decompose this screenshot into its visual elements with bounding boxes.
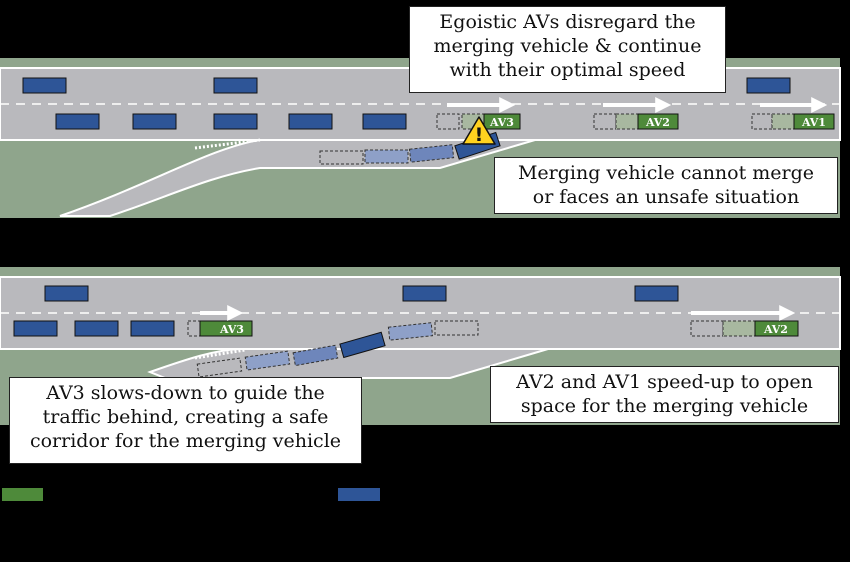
vehicle [213,77,258,94]
av-ghost [771,113,795,130]
vehicle [22,77,67,94]
merging-vehicle [339,331,386,359]
av-ghost [690,320,724,337]
vehicle [130,320,175,337]
av3-label: AV3 [489,116,514,129]
callout-egoistic-avs: Egoistic AVs disregard the merging vehic… [409,6,726,93]
legend-av-swatch [2,488,43,501]
av2-vehicle [754,320,799,337]
svg-text:!: ! [475,124,484,146]
bottom-gore-stripes [194,348,246,360]
vehicle [402,285,447,302]
vehicle [362,113,407,130]
av-ghost [615,113,639,130]
warning-icon: ! [462,116,496,146]
av2-label: AV2 [763,323,788,336]
av-ghost [187,320,201,337]
legend-vehicle-swatch [338,488,380,501]
callout-av2-av1-speed-up: AV2 and AV1 speed-up to open space for t… [490,366,839,423]
av-ghost [593,113,617,130]
vehicle [634,285,679,302]
av3-vehicle [199,320,253,337]
merge-ghost [387,322,434,341]
vehicle [44,285,89,302]
merge-ghost [364,149,409,164]
vehicle [746,77,791,94]
vehicle [213,113,258,130]
callout-cannot-merge: Merging vehicle cannot merge or faces an… [494,157,838,214]
vehicle [288,113,333,130]
av3-vehicle [483,113,521,130]
av3-label: AV3 [219,323,244,336]
vehicle [13,320,58,337]
vehicle [132,113,177,130]
merge-ghost [196,357,243,378]
av1-vehicle [793,113,835,130]
merge-ghost [434,320,479,336]
callout-av3-slows: AV3 slows-down to guide the traffic behi… [9,377,362,464]
top-gore-stripes [194,138,261,150]
merge-ghost [408,144,455,163]
av2-vehicle [637,113,679,130]
vehicle [74,320,119,337]
av-ghost [436,113,460,130]
merge-ghost [319,150,364,165]
merge-ghost [244,350,291,371]
vehicle [55,113,100,130]
av-ghost [722,320,756,337]
merge-ghost [292,344,339,367]
av2-label: AV2 [645,116,670,129]
av1-label: AV1 [801,116,826,129]
